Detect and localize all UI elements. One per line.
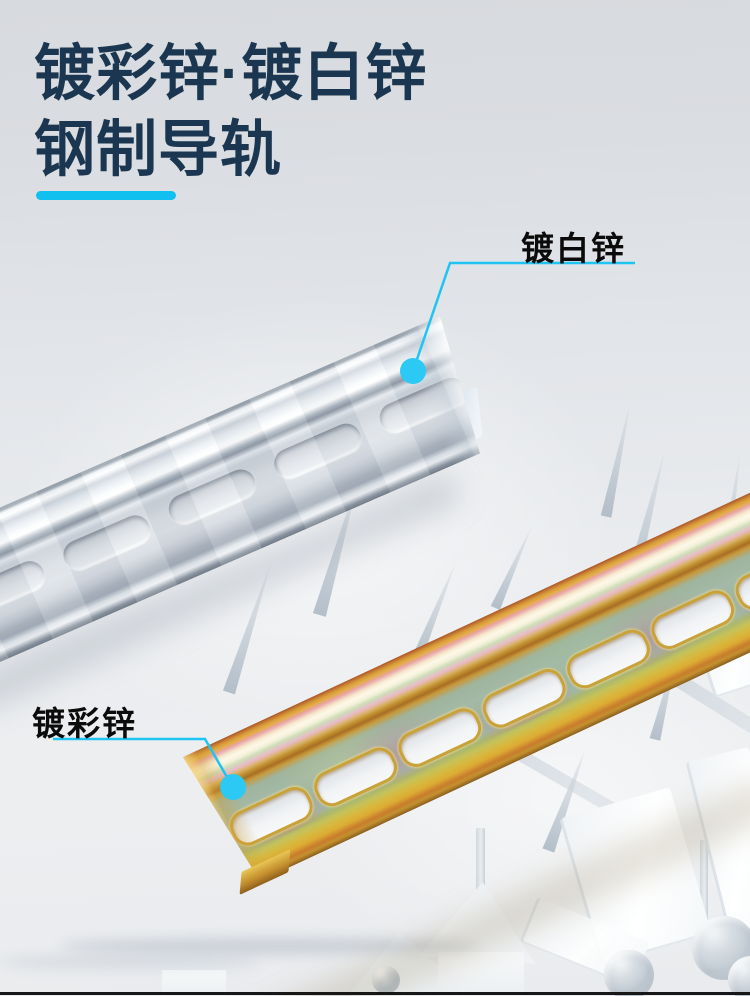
house-roof [150,926,238,978]
house-body [438,952,524,996]
rail-slot [730,546,750,615]
rail-slot [225,782,318,851]
ground-shadow [60,938,480,954]
rail-slot [646,585,739,654]
support-post [700,840,708,940]
page-title-line1: 镀彩锌·镀白锌 [34,39,428,107]
rail-slot [59,511,155,575]
rail-slot [393,703,486,772]
bottom-border [0,992,750,995]
rail-slot [0,556,49,620]
ground-shadow [0,956,260,968]
title-underline [36,191,176,200]
tree [372,966,400,994]
tree [604,950,654,996]
rail-slot [478,664,571,733]
tree [728,956,750,996]
support-post [476,828,485,956]
callout-label-white-zinc: 镀白锌 [521,230,626,267]
rail-slot [164,465,260,529]
turbine-blade [600,398,638,518]
rail-slot [375,373,471,437]
rail-slot [309,742,402,811]
page-title: 镀彩锌·镀白锌 钢制导轨 [34,35,427,187]
callout-label-color-zinc: 镀彩锌 [32,705,137,742]
rail-slot [562,625,655,694]
house-body [162,970,226,996]
page-title-line2: 钢制导轨 [34,115,283,183]
rail-slot [270,419,366,483]
